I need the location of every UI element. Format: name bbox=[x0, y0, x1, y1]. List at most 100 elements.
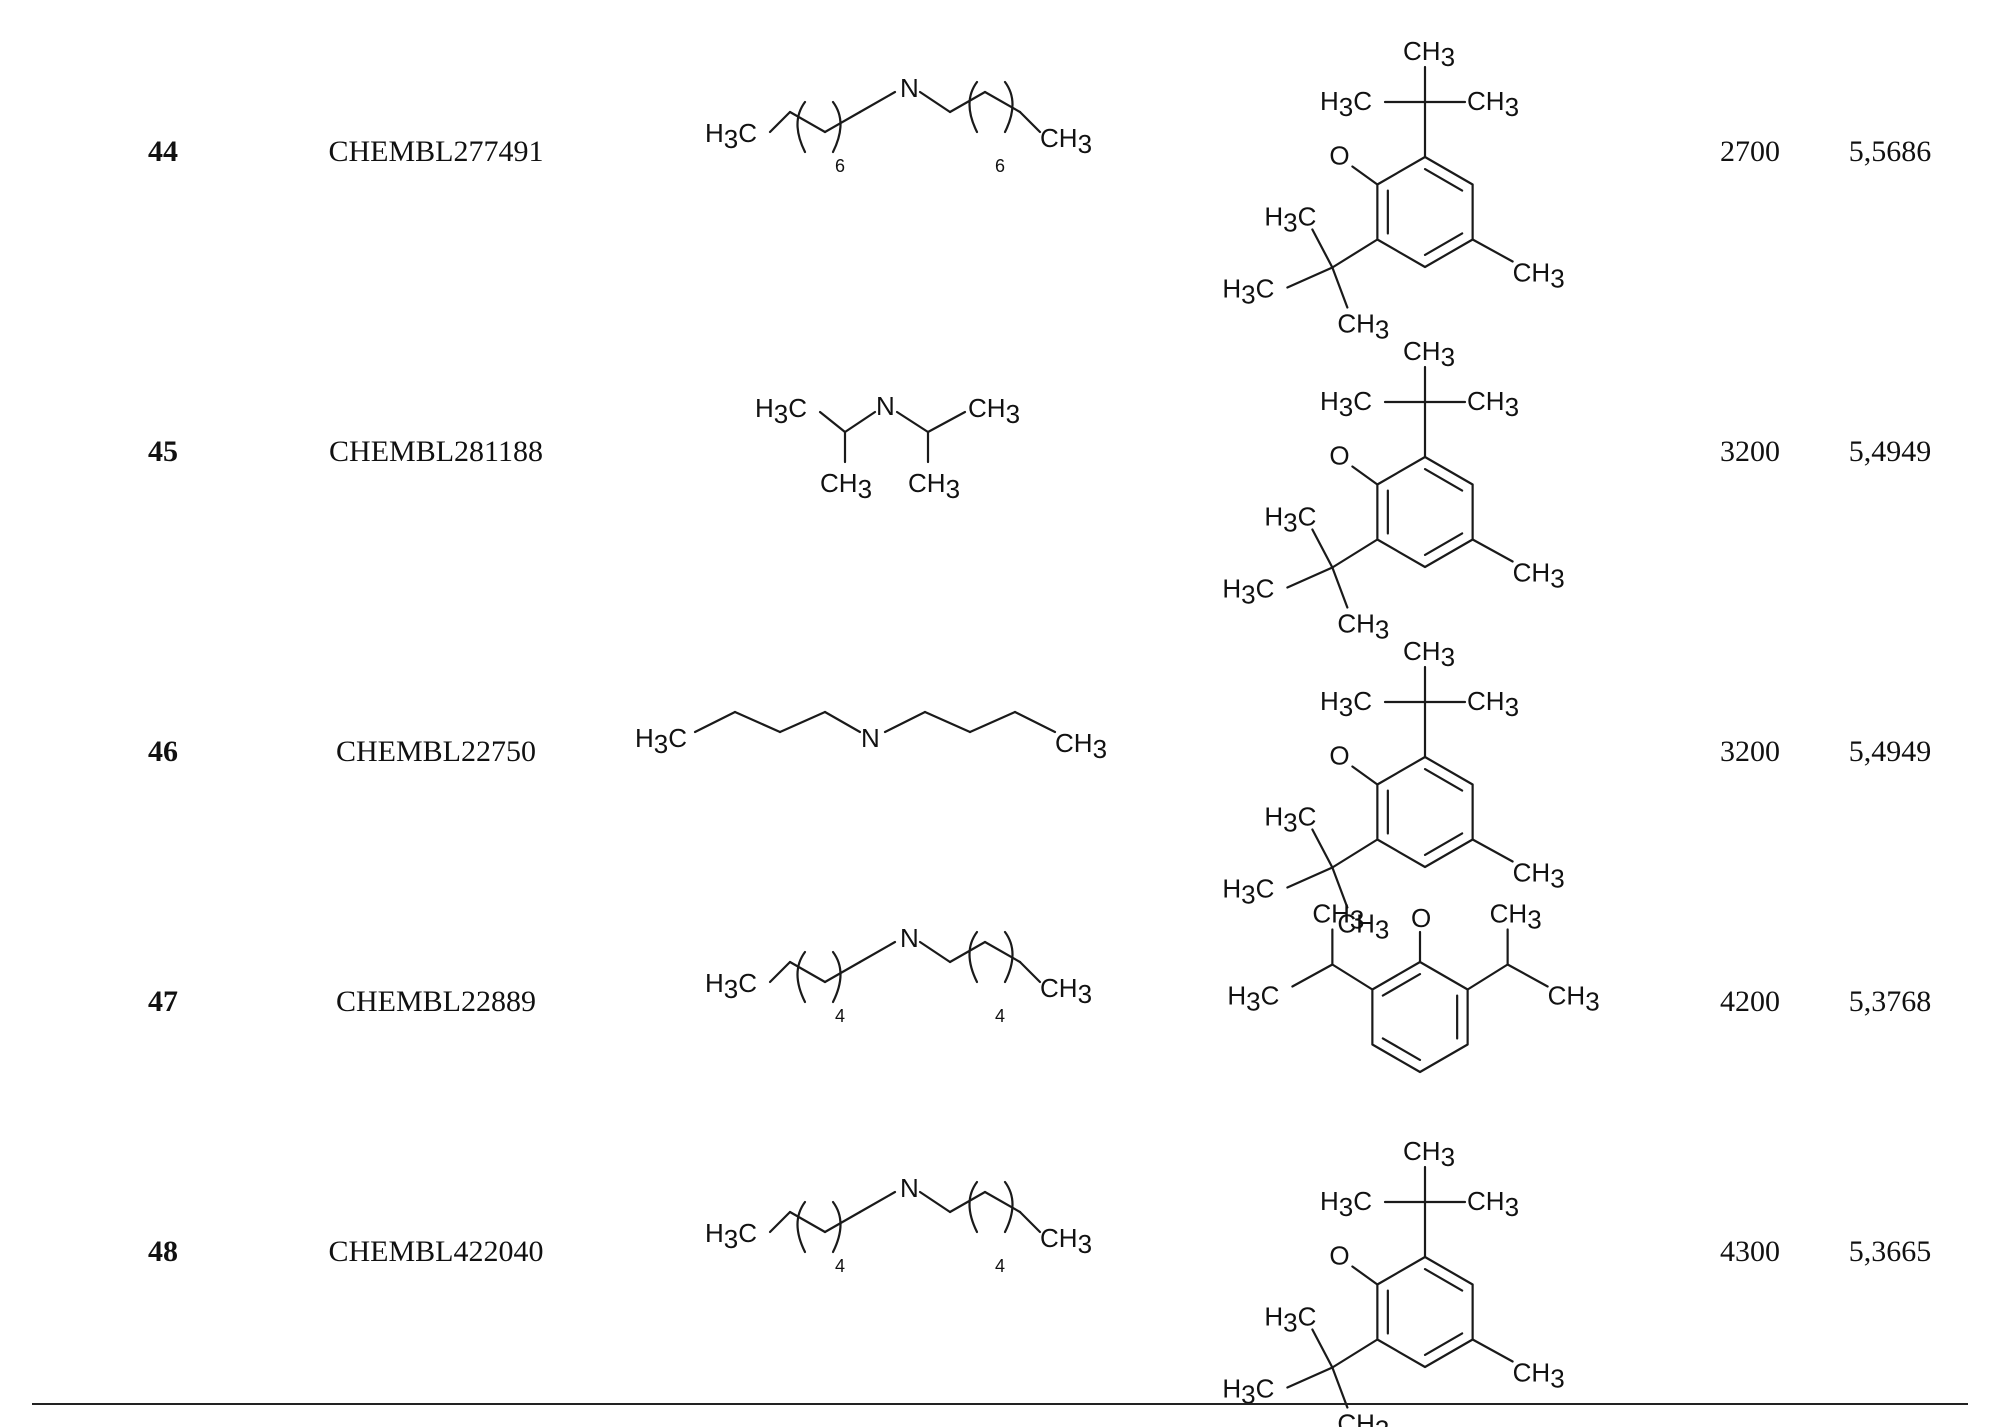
bond bbox=[1352, 767, 1377, 785]
bond bbox=[1425, 169, 1462, 190]
bond bbox=[1473, 240, 1513, 262]
repeat-bracket-left bbox=[798, 952, 806, 1002]
activity-value: 3200 bbox=[1720, 435, 1780, 469]
h3c-label: H3C bbox=[1227, 981, 1279, 1017]
oxygen-label: O bbox=[1329, 741, 1349, 771]
bond bbox=[860, 942, 895, 962]
bond bbox=[1425, 233, 1462, 254]
ch3-label: CH3 bbox=[1403, 336, 1455, 372]
ch3-label: CH3 bbox=[908, 468, 960, 504]
bond bbox=[1425, 533, 1462, 554]
activity-value: 2700 bbox=[1720, 135, 1780, 169]
ch3-label: CH3 bbox=[1040, 1223, 1092, 1259]
ch3-label: CH3 bbox=[1055, 728, 1107, 764]
ch3-label: CH3 bbox=[968, 393, 1020, 429]
nitrogen-label: N bbox=[900, 923, 919, 953]
repeat-count: 6 bbox=[995, 156, 1005, 176]
ch3-label: CH3 bbox=[1467, 686, 1519, 722]
bond bbox=[925, 712, 970, 732]
repeat-count: 6 bbox=[835, 156, 845, 176]
ch3-label: CH3 bbox=[1490, 899, 1542, 935]
bond bbox=[1332, 240, 1377, 268]
bond bbox=[1312, 1330, 1332, 1368]
bond bbox=[1383, 974, 1420, 995]
repeat-bracket-left bbox=[970, 932, 978, 982]
bond bbox=[1332, 1368, 1347, 1408]
repeat-bracket-right bbox=[1005, 82, 1013, 132]
nitrogen-label: N bbox=[861, 723, 880, 753]
bond bbox=[920, 1192, 950, 1212]
compound-number: 45 bbox=[148, 435, 178, 469]
h3c-label: H3C bbox=[755, 393, 807, 429]
bond bbox=[950, 1192, 985, 1212]
activity-value: 4200 bbox=[1720, 985, 1780, 1019]
compound-number: 46 bbox=[148, 735, 178, 769]
ch3-label: CH3 bbox=[1467, 386, 1519, 422]
log-activity-value: 5,4949 bbox=[1849, 435, 1932, 469]
bond bbox=[1425, 1333, 1462, 1354]
ch3-label: CH3 bbox=[1403, 36, 1455, 72]
oxygen-label: O bbox=[1329, 1241, 1349, 1271]
repeat-count: 4 bbox=[835, 1256, 845, 1276]
bond bbox=[970, 712, 1015, 732]
chembl-id: CHEMBL22750 bbox=[336, 735, 536, 769]
ch3-label: CH3 bbox=[1337, 1409, 1389, 1427]
repeat-count: 4 bbox=[995, 1006, 1005, 1026]
ch3-label: CH3 bbox=[1467, 86, 1519, 122]
benzene-ring bbox=[1377, 157, 1472, 267]
ch3-label: CH3 bbox=[1403, 636, 1455, 672]
benzene-ring bbox=[1377, 757, 1472, 867]
compound-number: 48 bbox=[148, 1235, 178, 1269]
bond bbox=[1312, 530, 1332, 568]
repeat-bracket-left bbox=[970, 1182, 978, 1232]
oxygen-label: O bbox=[1329, 141, 1349, 171]
h3c-label: H3C bbox=[1264, 502, 1316, 538]
log-activity-value: 5,3768 bbox=[1849, 985, 1932, 1019]
bond bbox=[1312, 830, 1332, 868]
bond bbox=[1425, 469, 1462, 490]
ch3-label: CH3 bbox=[1548, 981, 1600, 1017]
nitrogen-label: N bbox=[900, 1173, 919, 1203]
bond bbox=[790, 962, 825, 982]
bond bbox=[897, 412, 928, 432]
bond bbox=[1508, 965, 1548, 987]
bond bbox=[1332, 268, 1347, 308]
bond bbox=[790, 112, 825, 132]
ch3-label: CH3 bbox=[1513, 258, 1565, 294]
bond bbox=[1352, 1267, 1377, 1285]
bond bbox=[860, 92, 895, 112]
h3c-label: H3C bbox=[705, 1218, 757, 1254]
bond bbox=[1332, 1340, 1377, 1368]
bond bbox=[1332, 840, 1377, 868]
bond bbox=[820, 412, 845, 432]
bond bbox=[1332, 965, 1372, 990]
bond bbox=[950, 942, 985, 962]
chembl-id: CHEMBL22889 bbox=[336, 985, 536, 1019]
h3c-label: H3C bbox=[1320, 686, 1372, 722]
bond bbox=[1352, 167, 1377, 185]
bond bbox=[770, 962, 790, 982]
h3c-label: H3C bbox=[705, 118, 757, 154]
h3c-label: H3C bbox=[1264, 202, 1316, 238]
repeat-bracket-left bbox=[798, 102, 806, 152]
h3c-label: H3C bbox=[1264, 802, 1316, 838]
bond bbox=[1473, 840, 1513, 862]
h3c-label: H3C bbox=[1264, 1302, 1316, 1338]
bond bbox=[1287, 268, 1332, 288]
ch3-label: CH3 bbox=[1403, 1136, 1455, 1172]
ch3-label: CH3 bbox=[1467, 1186, 1519, 1222]
repeat-bracket-left bbox=[970, 82, 978, 132]
chembl-id: CHEMBL422040 bbox=[328, 1235, 543, 1269]
bond bbox=[825, 712, 860, 732]
bond bbox=[845, 412, 875, 432]
bond bbox=[825, 112, 860, 132]
h3c-label: H3C bbox=[1222, 574, 1274, 610]
bond bbox=[1020, 1212, 1040, 1232]
